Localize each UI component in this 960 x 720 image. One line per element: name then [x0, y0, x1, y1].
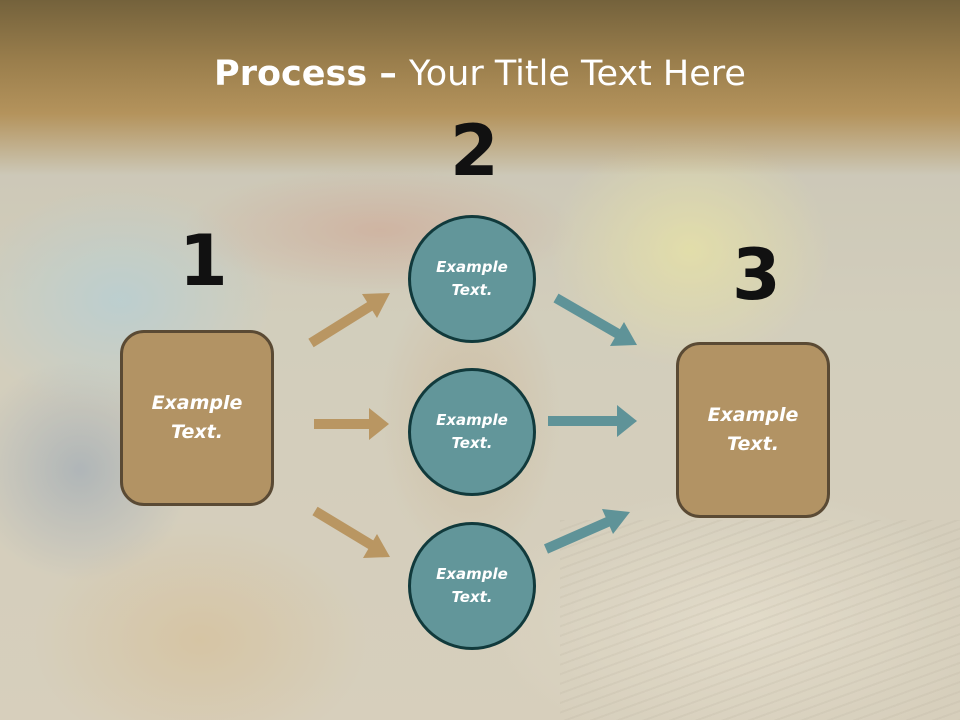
- tan-arrow-up: [308, 293, 390, 348]
- step-1-box: Example Text.: [120, 330, 274, 506]
- teal-arrow-up: [543, 509, 630, 554]
- circle-top-text-line2: Text.: [451, 281, 493, 299]
- step-number-3: 3: [732, 234, 781, 316]
- step-3-box: Example Text.: [676, 342, 830, 518]
- circle-bottom-text-line1: Example: [436, 565, 508, 583]
- step-2-circle-bottom: Example Text.: [408, 522, 536, 650]
- step-number-1: 1: [179, 220, 228, 302]
- step-1-text-line1: Example: [151, 392, 243, 414]
- step-3-text-line1: Example: [707, 404, 799, 426]
- tan-arrow-down: [312, 506, 390, 558]
- header-band: [0, 0, 960, 175]
- step-3-text-line2: Text.: [727, 433, 779, 455]
- circle-top-text-line1: Example: [436, 258, 508, 276]
- circle-middle-text-line2: Text.: [451, 434, 493, 452]
- step-number-2: 2: [450, 110, 499, 192]
- tan-arrow-right: [314, 408, 389, 440]
- title-bold: Process: [214, 54, 368, 94]
- slide-title: Process – Your Title Text Here: [0, 52, 960, 96]
- step-2-circle-top: Example Text.: [408, 215, 536, 343]
- step-2-circle-middle: Example Text.: [408, 368, 536, 496]
- circle-middle-text-line1: Example: [436, 411, 508, 429]
- teal-arrow-down: [553, 293, 637, 346]
- background-newspaper-texture: [560, 520, 960, 720]
- title-dash: –: [367, 54, 410, 94]
- teal-arrow-right: [548, 405, 637, 437]
- circle-bottom-text-line2: Text.: [451, 588, 493, 606]
- step-1-text-line2: Text.: [171, 421, 223, 443]
- title-rest: Your Title Text Here: [409, 54, 746, 94]
